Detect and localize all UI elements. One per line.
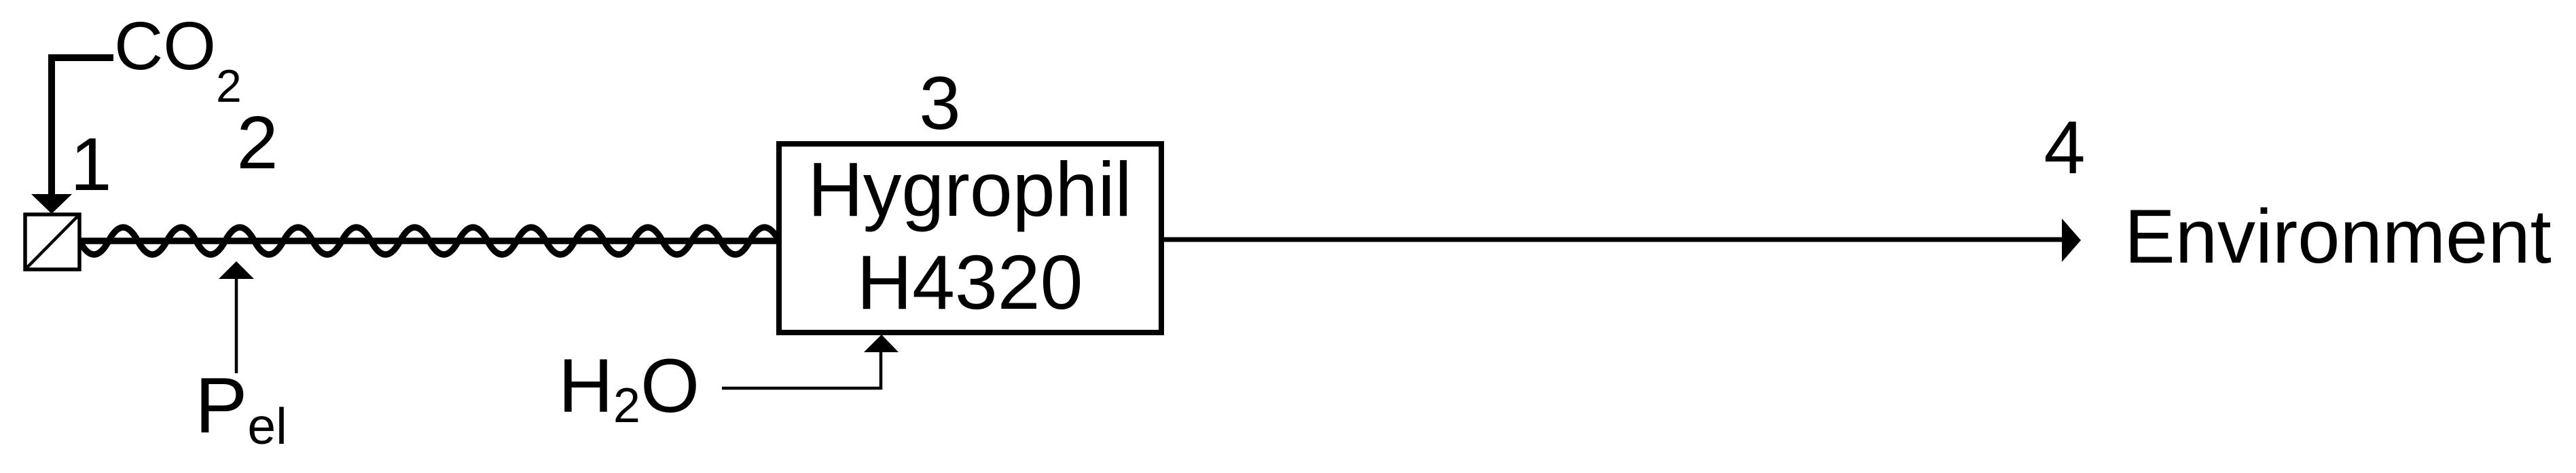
pel-label-main: P [195, 361, 247, 449]
stream3-number: 3 [919, 62, 960, 145]
analyzer-name-line1: Hygrophil [808, 147, 1131, 232]
h2o-label-main: H [558, 343, 613, 428]
diagram-labels: CO2 1 2 3 4 Pel H2O Hygrophil H4320 Envi… [70, 8, 2551, 455]
diagram-lines [23, 54, 2063, 390]
electrical-power-wave [76, 224, 782, 258]
h2o-arrowhead [864, 335, 899, 352]
pel-label: Pel [195, 361, 287, 455]
co2-label-main: CO [114, 8, 216, 84]
stream4-arrowhead [2062, 219, 2081, 262]
co2-label-subscript: 2 [216, 60, 242, 112]
pel-arrowhead [219, 261, 254, 279]
pel-label-subscript: el [247, 398, 287, 455]
environment-label: Environment [2124, 194, 2552, 279]
co2-feed-line [48, 54, 113, 197]
analyzer-name-line2: H4320 [857, 240, 1083, 325]
co2-arrowhead [31, 194, 72, 214]
stream1-number: 1 [70, 123, 111, 206]
h2o-label: H2O [558, 343, 700, 433]
diagram-arrowheads [31, 194, 2081, 352]
stream2-number: 2 [236, 101, 278, 185]
h2o-feed-line [722, 352, 883, 390]
h2o-label-tail: O [640, 343, 700, 428]
h2o-label-subscript: 2 [613, 379, 640, 433]
analyzer-box [776, 141, 1164, 335]
co2-label: CO2 [114, 8, 242, 112]
stream4-number: 4 [2044, 106, 2085, 189]
inlet-junction-diagonal [25, 214, 79, 269]
